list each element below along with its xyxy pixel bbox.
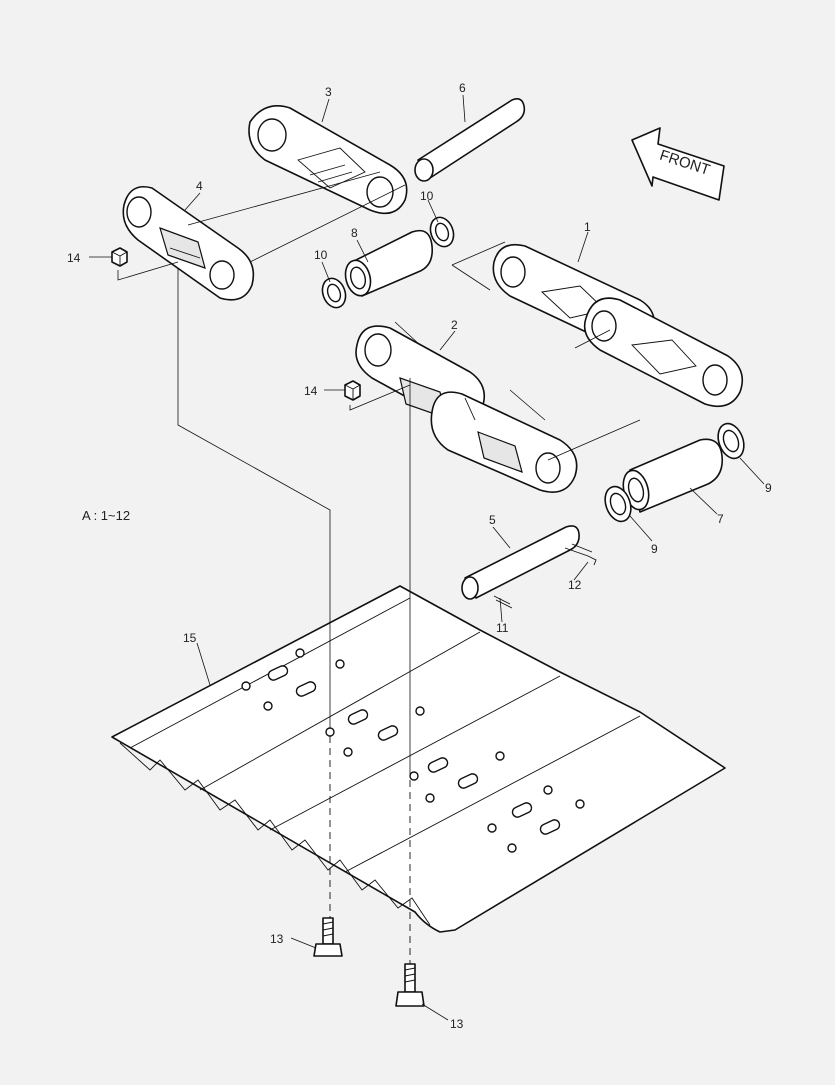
link-part-2 — [355, 325, 578, 493]
washer-part-9-left — [604, 485, 632, 523]
washer-part-9-right — [717, 422, 745, 460]
washer-part-10-upper — [429, 216, 455, 248]
nut-part-14-lower — [344, 380, 361, 401]
callout-2: 2 — [451, 318, 458, 332]
callout-9-right: 9 — [765, 481, 772, 495]
bushing-part-8 — [344, 229, 434, 297]
washer-part-10-lower — [321, 277, 347, 309]
callout-1: 1 — [584, 220, 591, 234]
clip-part-12 — [564, 543, 597, 566]
callout-12: 12 — [568, 578, 582, 592]
link-part-3 — [248, 105, 408, 215]
callout-4: 4 — [196, 179, 203, 193]
callout-9-left: 9 — [651, 542, 658, 556]
callout-13-left: 13 — [270, 932, 284, 946]
track-shoe-part-15 — [111, 585, 726, 933]
front-arrow: FRONT — [631, 127, 725, 201]
callout-8: 8 — [351, 226, 358, 240]
pin-part-6 — [414, 98, 526, 182]
callout-13-right: 13 — [450, 1017, 464, 1031]
callout-10-upper: 10 — [420, 189, 434, 203]
bolt-part-13-right — [395, 963, 425, 1007]
bushing-part-7 — [622, 438, 724, 513]
nut-part-14-upper — [111, 247, 128, 267]
callout-14-upper: 14 — [67, 251, 81, 265]
callout-5: 5 — [489, 513, 496, 527]
callout-14-lower: 14 — [304, 384, 318, 398]
callout-6: 6 — [459, 81, 466, 95]
assembly-note: A : 1~12 — [82, 508, 130, 523]
cotter-pin-part-11 — [493, 595, 513, 609]
link-part-1 — [492, 243, 744, 408]
callout-3: 3 — [325, 85, 332, 99]
callout-10-lower: 10 — [314, 248, 328, 262]
callout-11: 11 — [496, 621, 509, 635]
callout-7: 7 — [717, 512, 724, 526]
callout-15: 15 — [183, 631, 197, 645]
link-part-4 — [122, 186, 255, 301]
pin-part-5 — [461, 525, 580, 600]
bolt-part-13-left — [313, 917, 343, 957]
